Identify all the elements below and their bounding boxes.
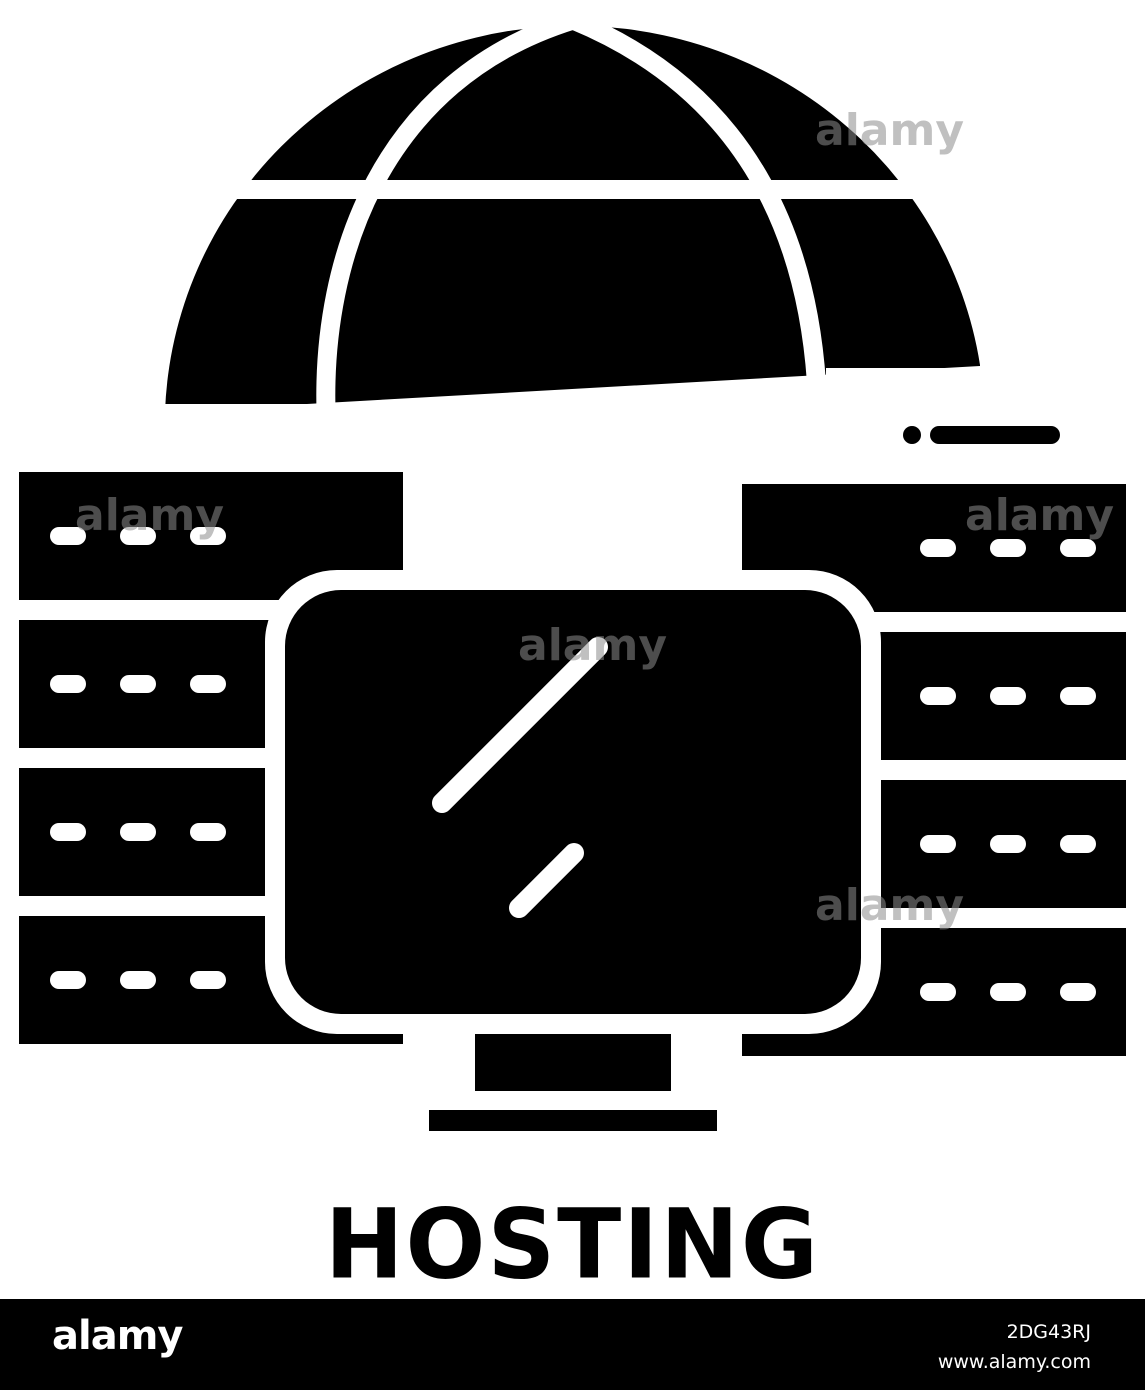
watermark-text: alamy xyxy=(965,490,1114,541)
monitor-base xyxy=(429,1110,717,1131)
hosting-icon: alamy alamy alamy alamy alamy xyxy=(19,10,1126,1131)
brand-logo: alamy xyxy=(52,1313,183,1359)
decorative-dash xyxy=(903,426,1060,444)
server-indicator-lights-left xyxy=(50,527,226,989)
icon-caption: HOSTING xyxy=(324,1189,821,1302)
stock-footer-bar: alamy 2DG43RJ www.alamy.com xyxy=(0,1299,1145,1390)
watermark-text: alamy xyxy=(75,490,224,541)
globe-icon xyxy=(150,10,1010,450)
monitor-stand xyxy=(475,1034,671,1091)
site-url: www.alamy.com xyxy=(937,1351,1091,1373)
watermark-text: alamy xyxy=(518,620,667,671)
server-indicator-lights-right xyxy=(920,539,1096,1001)
watermark-layer: alamy alamy alamy alamy alamy xyxy=(75,105,1114,931)
watermark-text: alamy xyxy=(815,880,964,931)
monitor-icon xyxy=(265,570,881,1131)
watermark-text: alamy xyxy=(815,105,964,156)
image-id: 2DG43RJ xyxy=(1006,1321,1091,1343)
